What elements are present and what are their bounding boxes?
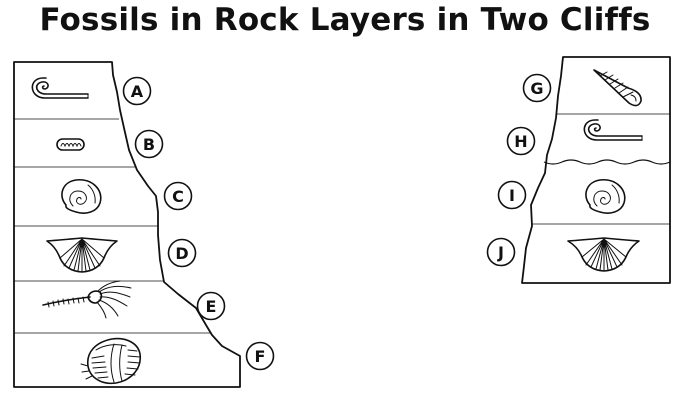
spiral-snail-fossil [61,179,102,214]
svg-text:F: F [255,347,266,366]
worm-tube-fossil [583,119,643,141]
page-title: Fossils in Rock Layers in Two Cliffs [39,2,651,38]
svg-text:A: A [131,82,144,101]
svg-text:J: J [497,243,504,262]
layer-label-A: A [122,76,152,106]
cone-shell-fossil [593,69,642,107]
unconformity-wavy-boundary [543,159,671,165]
layer-label-G: G [522,73,552,103]
layer-label-D: D [167,238,197,268]
left-cliff: A B C D E F [13,61,275,388]
svg-text:C: C [172,187,184,206]
svg-text:E: E [206,297,217,316]
right-cliff: G H I J [486,56,671,284]
brachiopod-shell-fossil [46,237,118,273]
layer-label-F: F [245,341,275,371]
layer-label-H: H [506,126,536,156]
layer-label-J: J [486,237,516,267]
crinoid-fossil [42,280,132,319]
right-cliff-outline [521,56,671,284]
spiral-snail-fossil [585,179,626,214]
layer-label-E: E [196,291,226,321]
brachiopod-shell-fossil [567,237,640,272]
layer-label-B: B [134,129,164,159]
left-cliff-outline [13,61,241,388]
svg-text:G: G [530,79,543,98]
layer-label-C: C [163,181,193,211]
svg-text:I: I [509,186,515,205]
layer-label-I: I [497,180,527,210]
worm-tube-fossil [31,77,89,99]
svg-text:D: D [175,244,188,263]
svg-text:B: B [143,135,155,154]
small-caterpillar-fossil [56,138,85,151]
trilobite-fossil [80,337,141,385]
svg-text:H: H [514,132,527,151]
